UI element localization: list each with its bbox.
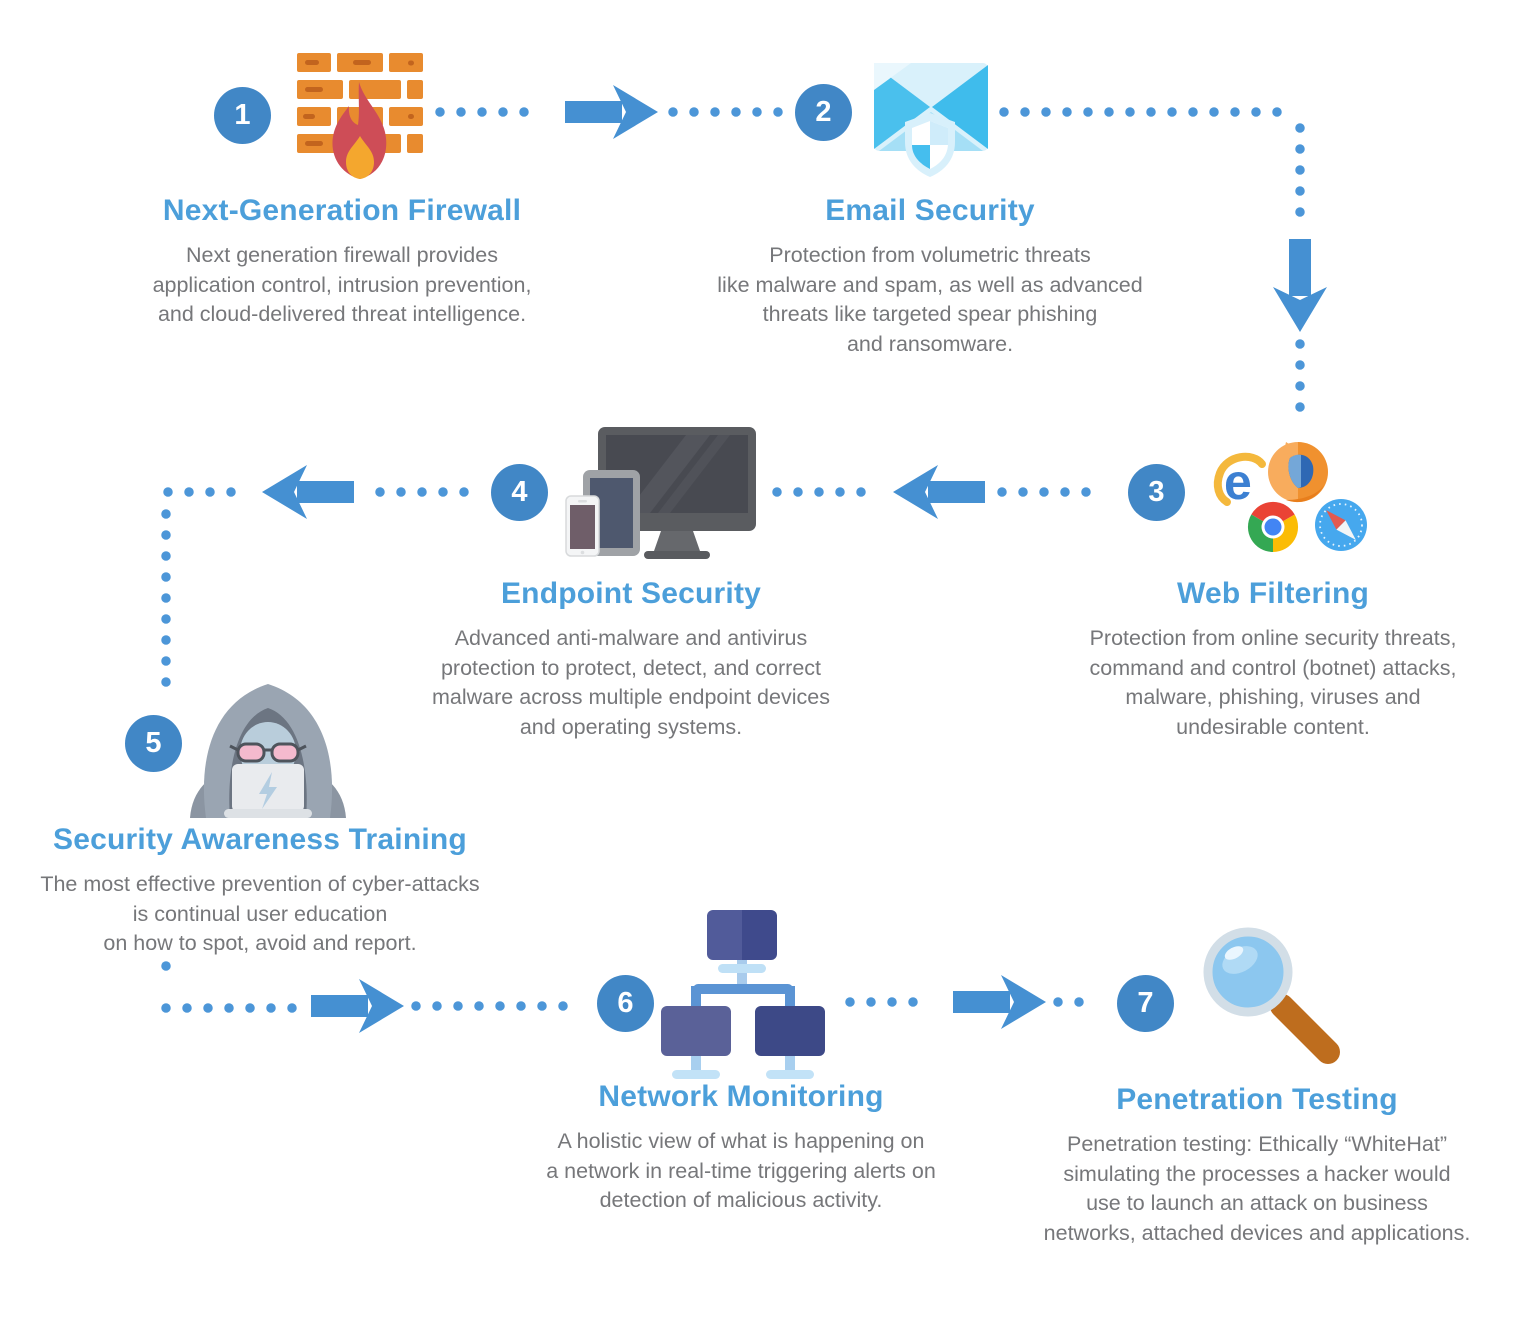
step-title: Endpoint Security	[500, 577, 762, 610]
step-description: Next generation firewall provides applic…	[152, 243, 532, 326]
firewall-icon	[297, 53, 423, 179]
email-shield-icon	[874, 63, 988, 177]
step-title: Penetration Testing	[1116, 1083, 1398, 1116]
step-description: Advanced anti-malware and antivirus prot…	[432, 626, 830, 739]
step-section-awareness-training: Security Awareness Training The most eff…	[0, 823, 540, 959]
network-monitors-icon	[661, 910, 825, 1079]
step-title: Web Filtering	[1176, 577, 1370, 610]
step-title: Security Awareness Training	[53, 823, 467, 856]
step-number-badge: 6	[597, 975, 654, 1032]
step-title: Next-Generation Firewall	[162, 194, 522, 227]
step-description: The most effective prevention of cyber-a…	[40, 872, 480, 955]
step-description: Protection from volumetric threats like …	[717, 243, 1143, 356]
step-section-endpoint-security: Endpoint Security Advanced anti-malware …	[351, 577, 911, 742]
step-title: Network Monitoring	[598, 1080, 884, 1113]
firefox-icon	[1268, 442, 1328, 503]
step-number-badge: 5	[125, 715, 182, 772]
hacker-laptop-icon	[190, 684, 346, 818]
step-description: Penetration testing: Ethically “WhiteHat…	[1043, 1132, 1471, 1245]
step-section-web-filtering: Web Filtering Protection from online sec…	[993, 577, 1536, 742]
step-title: Email Security	[825, 194, 1035, 227]
step-section-penetration-testing: Penetration Testing Penetration testing:…	[977, 1083, 1536, 1248]
step-description: Protection from online security threats,…	[1089, 626, 1457, 739]
step-number-badge: 1	[214, 87, 271, 144]
step-number-badge: 4	[491, 464, 548, 521]
step-section-email-security: Email Security Protection from volumetri…	[650, 194, 1210, 359]
safari-icon	[1315, 499, 1367, 551]
step-section-firewall: Next-Generation Firewall Next generation…	[62, 194, 622, 330]
magnifier-icon	[1203, 927, 1340, 1064]
step-number-badge: 3	[1128, 464, 1185, 521]
chrome-icon	[1247, 501, 1299, 553]
step-description: A holistic view of what is happening on …	[546, 1129, 936, 1212]
step-number-badge: 7	[1117, 975, 1174, 1032]
endpoint-devices-icon	[565, 427, 756, 559]
step-section-network-monitoring: Network Monitoring A holistic view of wh…	[461, 1080, 1021, 1216]
internet-explorer-icon: e	[1213, 452, 1266, 508]
svg-text:e: e	[1224, 454, 1252, 508]
step-number-badge: 2	[795, 84, 852, 141]
